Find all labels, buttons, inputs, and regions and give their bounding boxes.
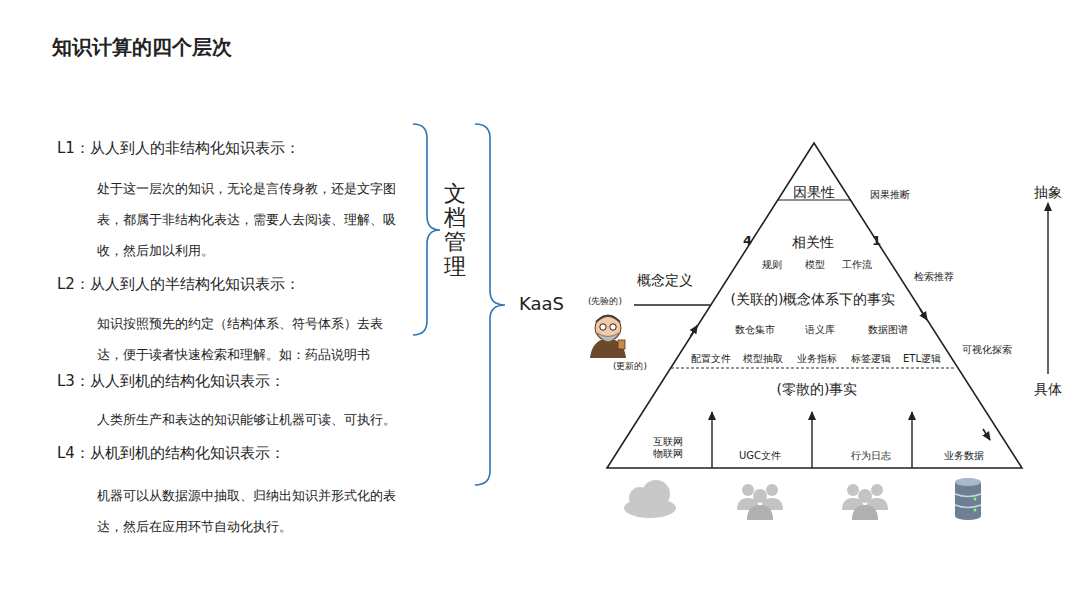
level-text: 机器可以从数据源中抽取、归纳出知识并形式化的表达，然后在应用环节自动化执行。 — [97, 480, 407, 542]
side-note: 因果推断 — [870, 188, 910, 202]
layer-title: (零散的)事实 — [777, 381, 858, 399]
level-text: 处于这一层次的知识，无论是言传身教，还是文字图表，都属于非结构化表达，需要人去阅… — [97, 173, 407, 266]
layer-item: 语义库 — [805, 323, 835, 337]
source-arrow — [811, 412, 812, 468]
person-figure — [590, 315, 626, 358]
users-icon — [737, 484, 783, 520]
pyramid-layer: 相关性规则 模型 工作流 — [719, 200, 910, 292]
level-heading: L2：从人到人的半结构化知识表示： — [57, 275, 300, 294]
person-note: (先验的) — [588, 295, 622, 308]
bracket — [475, 124, 505, 485]
layer-title: (关联的)概念体系下的事实 — [731, 291, 896, 309]
concept-line — [634, 304, 710, 306]
level-heading: L3：从人到机的结构化知识表示： — [57, 372, 285, 391]
layer-item: 规则 — [762, 258, 782, 272]
level-text: 人类所生产和表达的知识能够让机器可读、可执行。 — [97, 404, 407, 435]
level-heading: L4：从机到机的结构化知识表示： — [57, 444, 285, 463]
layer-item: 互联网 物联网 — [652, 436, 684, 460]
source-arrow — [911, 412, 912, 468]
dashed-line — [671, 368, 954, 369]
layer-item: 数仓集市 — [735, 323, 775, 337]
bracket-label: 文档管理 — [444, 182, 466, 279]
layer-item: 行为日志 — [851, 449, 891, 463]
axis-arrow — [1047, 203, 1048, 374]
side-note: 检索推荐 — [914, 270, 954, 284]
axis-label: 具体 — [1034, 381, 1062, 399]
page-title: 知识计算的四个层次 — [52, 34, 232, 61]
axis-label: 抽象 — [1034, 184, 1062, 202]
edge-arrow — [691, 326, 698, 337]
cloud-icon — [624, 480, 676, 518]
layer-item: ETL逻辑 — [903, 352, 941, 366]
pyramid-layer: (零散的)事实互联网 物联网 UGC文件 行为日志 业务数据 — [607, 368, 1022, 468]
source-arrow — [711, 412, 712, 468]
concept-label: 概念定义 — [637, 272, 693, 290]
layer-item: 模型 — [805, 258, 825, 272]
layer-item: 业务数据 — [944, 449, 984, 463]
callout-number: 4 — [743, 233, 752, 248]
pyramid-layer: (关联的)概念体系下的事实数仓集市 语义库 数据图谱配置文件模型抽取业务指标标签逻辑… — [670, 292, 958, 368]
layer-item: 数据图谱 — [868, 323, 908, 337]
database-icon — [955, 478, 981, 520]
bracket — [413, 124, 440, 335]
layer-item: 业务指标 — [797, 352, 837, 366]
layer-item: 模型抽取 — [743, 352, 783, 366]
users-icon — [842, 484, 888, 520]
pyramid-outline — [607, 143, 1022, 468]
person-note: (更新的) — [613, 360, 647, 373]
callout-number: 1 — [872, 233, 881, 248]
side-note: 可视化探索 — [962, 343, 1012, 357]
layer-title: 相关性 — [792, 234, 834, 252]
level-text: 知识按照预先的约定（结构体系、符号体系）去表达，便于读者快速检索和理解。如：药品… — [97, 308, 407, 370]
edge-arrow — [983, 429, 990, 440]
layer-title: 因果性 — [793, 184, 835, 202]
layer-item: 配置文件 — [691, 352, 731, 366]
layer-item: 工作流 — [842, 258, 872, 272]
kaas-label: KaaS — [519, 293, 564, 314]
level-heading: L1：从人到人的非结构化知识表示： — [57, 139, 300, 158]
edge-arrow — [920, 309, 927, 320]
layer-item: UGC文件 — [739, 449, 781, 463]
pyramid-layer: 因果性 — [777, 143, 851, 200]
layer-item: 标签逻辑 — [851, 352, 891, 366]
